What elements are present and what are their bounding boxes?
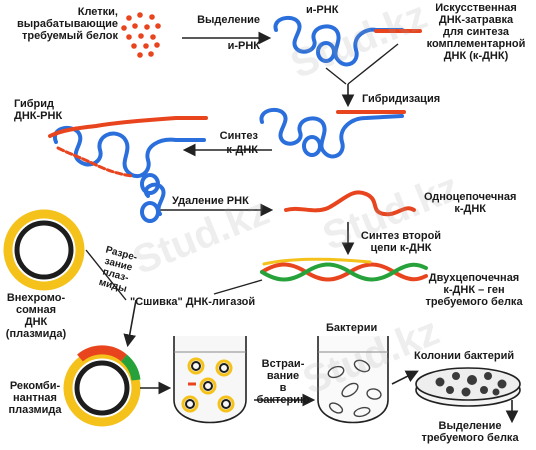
single-strand-cdna xyxy=(284,190,416,217)
label-mrna: и-РНК xyxy=(306,4,339,16)
label-bacteria: Бактерии xyxy=(326,322,378,334)
arrow-to-ligase xyxy=(213,279,263,295)
tube-plasmids xyxy=(173,336,247,424)
arrow-ligase xyxy=(123,299,137,348)
arrow-to-colonies xyxy=(391,370,419,385)
arrow-converge-left xyxy=(325,67,347,85)
mrna-hybridized xyxy=(259,107,406,159)
double-strand-cdna xyxy=(260,257,428,282)
label-hybridization: Гибридизация xyxy=(362,93,441,105)
label-ligase: "Сшивка" ДНК-лигазой xyxy=(130,296,256,308)
arrow-converge-right xyxy=(347,43,399,85)
plasmid-circle xyxy=(3,209,85,291)
mrna-top xyxy=(273,15,404,67)
tube-bacteria xyxy=(317,336,389,424)
hybrid-structure xyxy=(48,116,208,195)
label-rna-removal: Удаление РНК xyxy=(172,195,249,207)
petri-dish xyxy=(415,367,521,407)
recombinant-plasmid xyxy=(63,345,141,427)
label-colonies: Колонии бактерий xyxy=(414,350,515,362)
arrow-plasmid-cut xyxy=(85,249,127,301)
cells-dots xyxy=(121,12,161,58)
rna-removed xyxy=(140,182,166,223)
